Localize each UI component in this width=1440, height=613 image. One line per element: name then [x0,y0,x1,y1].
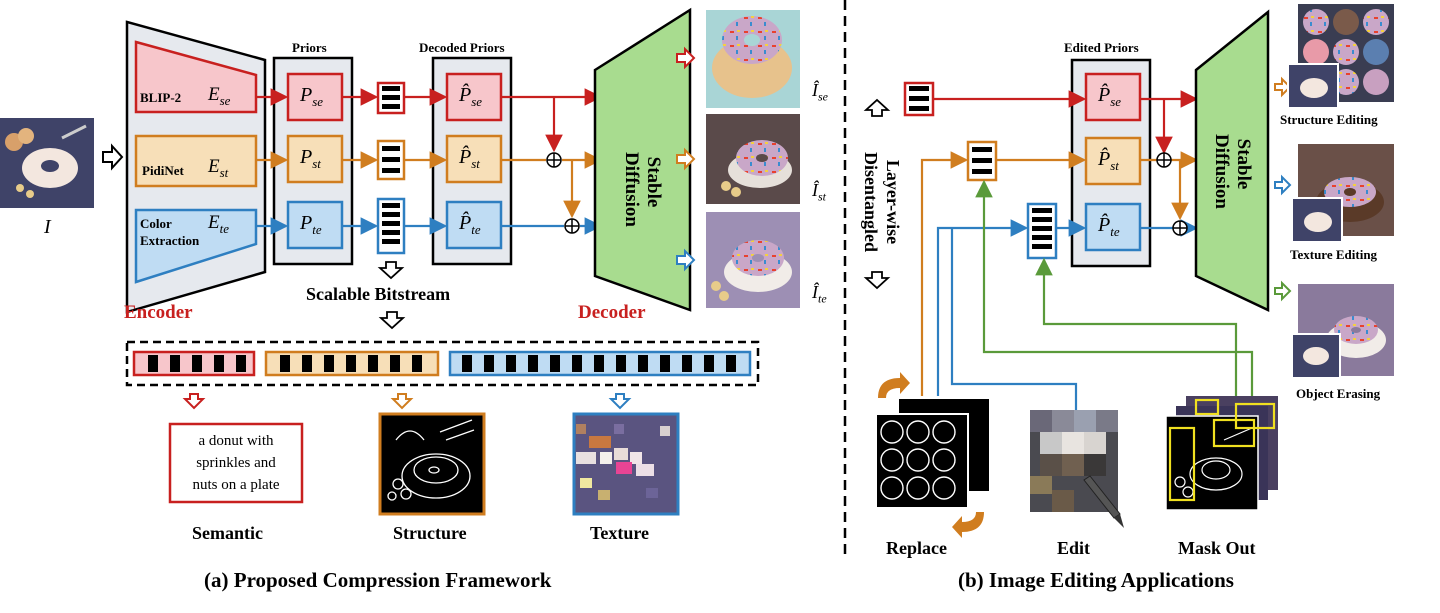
connections-b [920,90,1254,412]
edited-prior-st-box [1084,136,1142,186]
encoder-row-color-name1: Color [140,216,172,231]
edited-prior-st-label: P̂st [1098,148,1119,173]
priors-title: Priors [292,40,327,55]
decoded-prior-te-label: P̂te [459,212,481,237]
structure-sketch [378,412,486,516]
bitstream-label: Scalable Bitstream [306,284,451,304]
output-image-te [706,212,800,308]
object-erasing-image [1291,284,1394,379]
replace-swap-bottom-icon [952,512,984,538]
encoder-row-pidinet-name: PidiNet [142,163,184,178]
prior-te-label: Pte [300,212,322,237]
edit-code-se-icon [903,81,935,117]
edit-code-st-icon [966,140,998,182]
semantic-label: Semantic [192,523,263,543]
code-st-icon [376,139,406,181]
semantic-text: a donut with sprinkles and nuts on a pla… [192,433,280,493]
edited-prior-se-box [1084,72,1142,122]
edited-priors-title: Edited Priors [1064,40,1139,55]
decoded-prior-te-box [445,200,503,250]
encoder-color-box [134,208,258,284]
bitstream-structure [264,350,440,377]
encoder-row-color-symbol: Ete [208,212,229,236]
texture-editing-image [1291,144,1394,243]
input-label: I [44,216,51,238]
texture-editing-label: Texture Editing [1290,247,1378,262]
replace-sketches [875,397,991,509]
layer-down-arrow-icons [182,393,632,410]
output-image-st [706,114,800,204]
encoder-row-color-name2: Extraction [140,233,200,248]
encoder-row-blip2-symbol: Ese [208,84,231,108]
decoded-priors-title: Decoded Priors [419,40,505,55]
caption-b: (b) Image Editing Applications [958,568,1234,592]
object-erasing-label: Object Erasing [1296,386,1381,401]
plus-node-b-icon [1156,152,1188,236]
edit-pixel-image [1030,410,1118,512]
caption-a: (a) Proposed Compression Framework [204,568,552,592]
texture-label: Texture [590,523,650,543]
connections-a [256,88,603,235]
output-te-label: Îte [812,282,827,306]
encoder-row-pidinet-symbol: Est [208,156,229,180]
decoder-trapezoid [593,7,692,312]
edited-prior-te-label: P̂te [1098,214,1120,239]
decoded-prior-st-label: P̂st [459,146,480,171]
bitstream-box [125,340,760,387]
layerwise-up-arrow-icon [863,98,891,117]
prior-se-label: Pse [300,84,324,109]
prior-st-label: Pst [300,146,321,171]
replace-swap-top-icon [878,372,910,398]
input-image [0,118,94,208]
bitstream-down-arrow-icon [378,311,406,330]
pen-icon [1083,475,1124,528]
bitstream-semantic [132,350,256,377]
bitstream-texture [448,350,752,377]
structure-editing-label: Structure Editing [1280,112,1378,127]
encoder-blip2-box [134,40,258,114]
edited-prior-se-label: P̂se [1098,84,1122,109]
layerwise-down-arrow-icon [863,271,891,290]
plus-node-icon [546,152,580,234]
input-arrow-icon [102,143,124,171]
mask-out-label: Mask Out [1178,538,1256,558]
code-te-icon [376,197,406,255]
layerwise-label: Layer-wise Disentangled [861,151,903,252]
decoder-b-model-label: Stable Diffusion [1211,134,1254,209]
output-st-label: Îst [812,180,827,204]
code-se-icon [376,81,406,115]
structure-editing-image [1287,4,1394,109]
semantic-text-box [168,422,304,504]
texture-pixel-map [572,412,680,516]
decoder-b-trapezoid [1194,9,1270,312]
output-image-se [706,10,800,108]
encoder-row-blip2-name: BLIP-2 [140,90,182,105]
replace-label: Replace [886,538,947,558]
edit-code-te-icon [1026,202,1058,260]
output-arrow-icons [676,46,696,272]
bitstream-arrow-icon [377,261,405,280]
mask-out-images [1165,396,1278,511]
structure-label: Structure [393,523,467,543]
decoded-prior-se-label: P̂se [459,84,483,109]
output-se-label: Îse [812,80,828,104]
encoder-pidinet-box [134,134,258,188]
encoder-title: Encoder [124,302,193,323]
edit-result-arrow-icons [1274,76,1292,302]
edit-label: Edit [1057,538,1091,558]
decoder-title: Decoder [578,302,646,323]
